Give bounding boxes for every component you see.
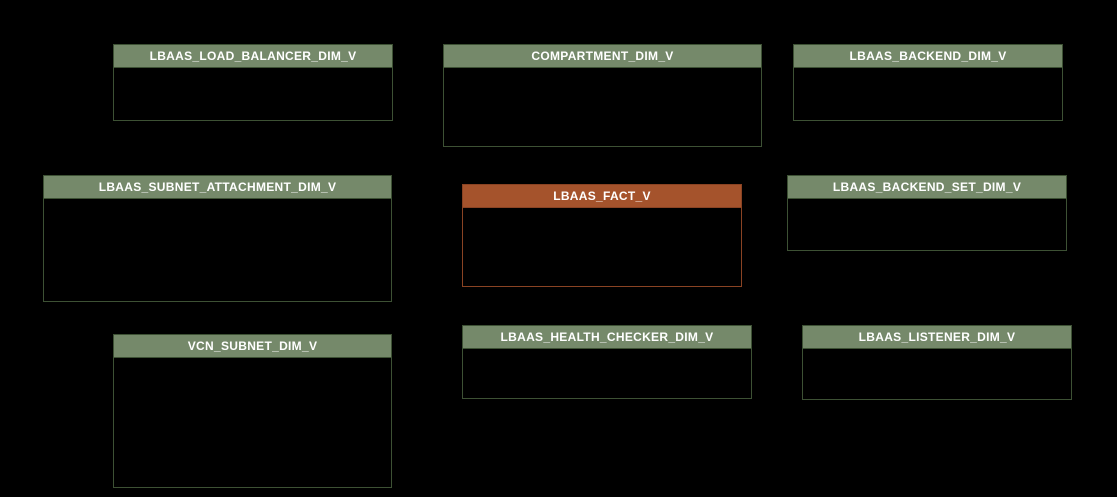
entity-lbaas-fact-v[interactable]: LBAAS_FACT_V bbox=[462, 184, 742, 287]
entity-body bbox=[788, 199, 1066, 250]
entity-body bbox=[114, 68, 392, 120]
entity-compartment-dim-v[interactable]: COMPARTMENT_DIM_V bbox=[443, 44, 762, 147]
entity-lbaas-health-checker-dim-v[interactable]: LBAAS_HEALTH_CHECKER_DIM_V bbox=[462, 325, 752, 399]
entity-title-bar: LBAAS_LOAD_BALANCER_DIM_V bbox=[114, 45, 392, 68]
entity-title: LBAAS_LOAD_BALANCER_DIM_V bbox=[149, 49, 357, 63]
entity-title: LBAAS_FACT_V bbox=[553, 189, 651, 203]
entity-body bbox=[114, 358, 391, 487]
entity-title: LBAAS_LISTENER_DIM_V bbox=[858, 330, 1016, 344]
entity-body bbox=[463, 208, 741, 286]
entity-lbaas-backend-set-dim-v[interactable]: LBAAS_BACKEND_SET_DIM_V bbox=[787, 175, 1067, 251]
entity-vcn-subnet-dim-v[interactable]: VCN_SUBNET_DIM_V bbox=[113, 334, 392, 488]
entity-title: LBAAS_BACKEND_SET_DIM_V bbox=[832, 180, 1022, 194]
entity-title: LBAAS_SUBNET_ATTACHMENT_DIM_V bbox=[98, 180, 337, 194]
entity-body bbox=[444, 68, 761, 146]
entity-title-bar: LBAAS_BACKEND_DIM_V bbox=[794, 45, 1062, 68]
entity-title-bar: LBAAS_LISTENER_DIM_V bbox=[803, 326, 1071, 349]
entity-title-bar: LBAAS_FACT_V bbox=[463, 185, 741, 208]
entity-title: LBAAS_BACKEND_DIM_V bbox=[849, 49, 1007, 63]
entity-body bbox=[803, 349, 1071, 399]
entity-lbaas-load-balancer-dim-v[interactable]: LBAAS_LOAD_BALANCER_DIM_V bbox=[113, 44, 393, 121]
entity-lbaas-subnet-attachment-dim-v[interactable]: LBAAS_SUBNET_ATTACHMENT_DIM_V bbox=[43, 175, 392, 302]
entity-title: COMPARTMENT_DIM_V bbox=[531, 49, 674, 63]
entity-title-bar: COMPARTMENT_DIM_V bbox=[444, 45, 761, 68]
entity-title: VCN_SUBNET_DIM_V bbox=[187, 339, 318, 353]
entity-body bbox=[463, 349, 751, 398]
entity-title: LBAAS_HEALTH_CHECKER_DIM_V bbox=[500, 330, 714, 344]
entity-title-bar: LBAAS_SUBNET_ATTACHMENT_DIM_V bbox=[44, 176, 391, 199]
entity-title-bar: LBAAS_BACKEND_SET_DIM_V bbox=[788, 176, 1066, 199]
entity-body bbox=[44, 199, 391, 301]
entity-body bbox=[794, 68, 1062, 120]
entity-lbaas-listener-dim-v[interactable]: LBAAS_LISTENER_DIM_V bbox=[802, 325, 1072, 400]
entity-title-bar: VCN_SUBNET_DIM_V bbox=[114, 335, 391, 358]
entity-title-bar: LBAAS_HEALTH_CHECKER_DIM_V bbox=[463, 326, 751, 349]
entity-lbaas-backend-dim-v[interactable]: LBAAS_BACKEND_DIM_V bbox=[793, 44, 1063, 121]
